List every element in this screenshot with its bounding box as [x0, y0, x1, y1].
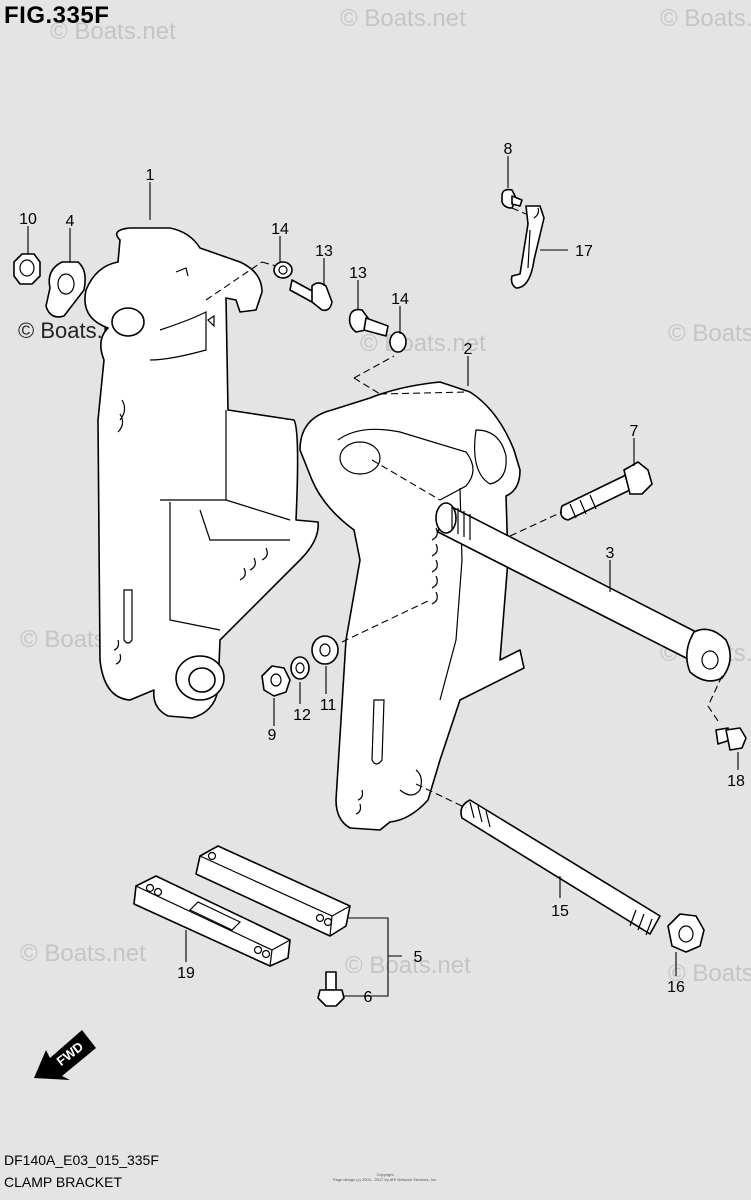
- callout-18: 18: [727, 773, 745, 790]
- diagram-name: CLAMP BRACKET: [4, 1174, 122, 1190]
- washer-part-14[interactable]: [389, 331, 407, 353]
- callout-11: 11: [320, 697, 337, 714]
- callout-15: 15: [551, 903, 569, 920]
- copyright-line: Copyright: [376, 1172, 394, 1177]
- pad-part-5[interactable]: [195, 845, 351, 937]
- copyright-notice: Copyright Page design (c) 2004 - 2017 by…: [300, 1172, 470, 1182]
- assembly-line: [707, 675, 723, 725]
- diagram-code: DF140A_E03_015_335F: [4, 1152, 159, 1168]
- clamp-bracket-right[interactable]: [299, 381, 525, 831]
- figure-title: FIG.335F: [4, 2, 110, 29]
- assembly-line: [511, 207, 527, 215]
- assembly-line: [509, 511, 563, 537]
- clip-part-17[interactable]: [510, 205, 545, 289]
- bolt-part-18[interactable]: [715, 727, 747, 751]
- shaft-part-15[interactable]: [460, 799, 661, 936]
- callout-13: 13: [349, 265, 367, 282]
- washer-part-14[interactable]: [273, 261, 293, 279]
- bolt-part-8[interactable]: [501, 188, 523, 209]
- assembly-line: [415, 783, 467, 809]
- callout-17: 17: [575, 243, 593, 260]
- callout-14: 14: [271, 221, 289, 238]
- assembly-line: [205, 261, 263, 301]
- tilt-rod-part-3[interactable]: [435, 502, 731, 682]
- nut-part-9[interactable]: [261, 665, 291, 697]
- assembly-line: [261, 261, 469, 395]
- copyright-line: Page design (c) 2004 - 2017 by ARI Netwo…: [332, 1177, 438, 1182]
- nut-part-10[interactable]: [13, 253, 41, 285]
- forward-arrow-icon: FWD: [34, 1030, 96, 1080]
- callout-16: 16: [667, 979, 685, 996]
- callout-2: 2: [464, 341, 473, 358]
- washer-part-12[interactable]: [290, 656, 310, 680]
- callout-8: 8: [504, 141, 513, 158]
- callout-10: 10: [19, 211, 37, 228]
- callout-14: 14: [391, 291, 409, 308]
- assembly-line: [371, 459, 441, 501]
- washer-part-11[interactable]: [311, 635, 339, 665]
- plate-part-4[interactable]: [45, 261, 86, 318]
- clamp-bracket-left[interactable]: [84, 227, 319, 719]
- pad-part-19[interactable]: [133, 875, 291, 967]
- bolt-part-7[interactable]: [560, 461, 653, 521]
- callout-7: 7: [630, 423, 639, 440]
- callout-13: 13: [315, 243, 333, 260]
- callout-19: 19: [177, 965, 195, 982]
- callout-1: 1: [146, 167, 155, 184]
- bolt-part-6[interactable]: [317, 971, 345, 1007]
- callout-5: 5: [414, 949, 423, 966]
- callout-9: 9: [268, 727, 277, 744]
- callout-12: 12: [293, 707, 311, 724]
- bolt-part-13[interactable]: [289, 279, 333, 312]
- bolt-part-13[interactable]: [348, 308, 389, 337]
- assembly-line: [341, 599, 431, 643]
- nut-part-16[interactable]: [667, 913, 705, 953]
- callout-4: 4: [66, 213, 75, 230]
- leader-line: [344, 917, 402, 997]
- callout-3: 3: [606, 545, 615, 562]
- callout-6: 6: [364, 989, 373, 1006]
